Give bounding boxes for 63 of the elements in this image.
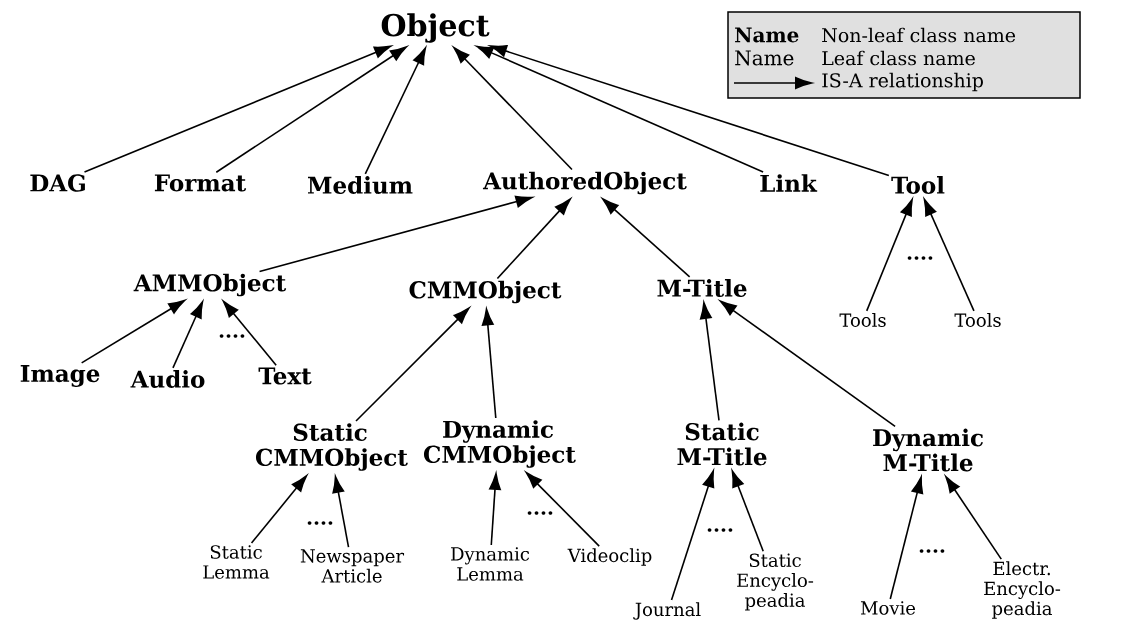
arrow <box>364 47 427 175</box>
arrow <box>476 45 764 173</box>
arrow <box>453 46 573 171</box>
arrow <box>222 300 277 367</box>
class-name: Dynamic M-Title <box>873 428 983 472</box>
arrow <box>525 471 600 547</box>
arrow <box>215 46 408 174</box>
arrow <box>496 198 571 280</box>
legend-text: Leaf class name <box>822 50 975 66</box>
arrow <box>731 470 764 553</box>
class-name: Static CMMObject <box>256 423 408 471</box>
class-name: Audio <box>130 370 205 388</box>
leaf-class-name: Static Lemma <box>203 545 270 579</box>
ellipsis: .... <box>219 334 245 338</box>
arrow <box>332 475 350 548</box>
arrow <box>865 198 913 312</box>
arrow <box>355 307 470 422</box>
arrow <box>80 299 186 364</box>
class-name: Text <box>258 367 312 385</box>
arrow <box>602 198 691 278</box>
arrow <box>481 308 497 419</box>
legend-sample: Name <box>735 50 794 66</box>
arrow <box>945 475 1003 560</box>
class-name: Static M-Title <box>677 422 767 466</box>
class-name: Format <box>154 174 247 192</box>
leaf-class-name: Electr. Encyclo-peadia <box>984 561 1061 619</box>
arrow <box>250 475 308 544</box>
leaf-class-name: Newspaper Article <box>300 549 405 583</box>
arrow <box>923 198 975 312</box>
ellipsis: .... <box>527 511 553 515</box>
class-name: M-Title <box>657 279 747 297</box>
leaf-class-name: Videoclip <box>567 548 652 566</box>
ellipsis: .... <box>907 256 933 260</box>
leaf-class-name: Tools <box>954 313 1001 327</box>
arrow <box>83 45 392 173</box>
class-name: AuthoredObject <box>482 171 687 195</box>
class-name: Medium <box>308 176 413 194</box>
arrow <box>172 301 204 369</box>
leaf-class-name: Static Encyclo-peadia <box>737 553 814 611</box>
class-name: DAG <box>30 174 85 192</box>
leaf-class-name: Movie <box>861 601 916 615</box>
class-name: CMMObject <box>409 280 562 304</box>
leaf-class-name: Journal <box>633 602 701 620</box>
legend-text: Non-leaf class name <box>822 27 1016 43</box>
legend-sample: Name <box>735 27 799 43</box>
class-name: Image <box>20 365 100 387</box>
class-name: Link <box>760 174 818 192</box>
legend-text: IS-A relationship <box>822 72 983 92</box>
arrow <box>889 476 924 600</box>
leaf-class-name: Dynamic Lemma <box>451 547 530 581</box>
ellipsis: .... <box>919 549 945 553</box>
class-name: Object <box>381 13 490 43</box>
arrow <box>489 472 501 546</box>
class-name: Dynamic CMMObject <box>424 420 576 468</box>
arrow <box>670 470 715 601</box>
class-name: AMMObject <box>133 273 287 297</box>
class-name: Tool <box>891 176 945 194</box>
ellipsis: .... <box>307 521 333 525</box>
arrow <box>719 300 896 428</box>
leaf-class-name: Tools <box>839 313 886 327</box>
arrow <box>258 195 533 273</box>
ellipsis: .... <box>707 528 733 532</box>
arrow <box>489 45 890 177</box>
